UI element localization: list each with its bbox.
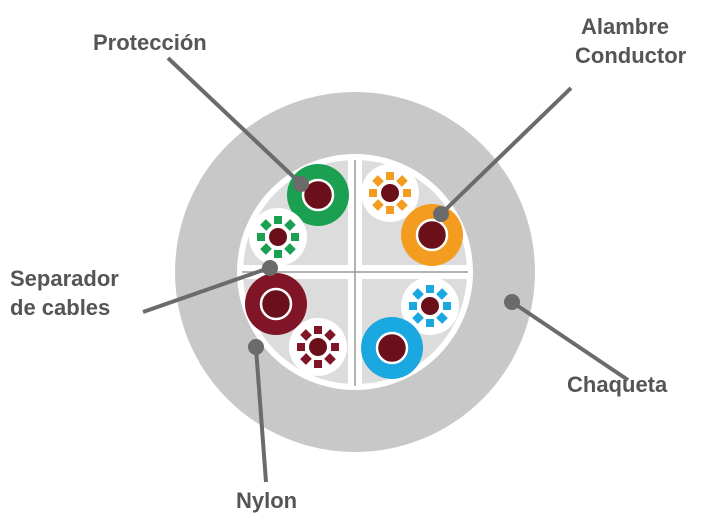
- leader-alambre: [440, 86, 573, 215]
- label-proteccion: Protección: [93, 30, 207, 55]
- wire-brown-striped: [289, 318, 347, 376]
- leader-chaqueta: [510, 300, 630, 382]
- leader-separador: [142, 266, 270, 314]
- label-alambre-line1: Alambre: [581, 14, 670, 39]
- label-chaqueta: Chaqueta: [567, 372, 668, 397]
- cable-separator-cross: [240, 158, 470, 388]
- wire-orange-striped: [361, 164, 419, 222]
- blue-pair: [361, 277, 459, 379]
- wire-green-striped: [249, 208, 307, 266]
- label-separador-cables: Separador de cables: [10, 264, 119, 322]
- leader-nylon: [254, 347, 268, 483]
- wire-blue-striped: [401, 277, 459, 335]
- brown-pair: [245, 273, 347, 376]
- label-separador-line2: de cables: [10, 295, 111, 320]
- green-pair: [249, 164, 349, 266]
- leader-lines: [142, 56, 630, 483]
- label-alambre-line2: Conductor: [575, 43, 687, 68]
- orange-pair: [361, 164, 463, 266]
- leader-proteccion: [166, 56, 302, 185]
- label-alambre-conductor: Alambre Conductor: [575, 12, 686, 70]
- label-nylon: Nylon: [236, 488, 298, 513]
- label-separador-line1: Separador: [10, 266, 119, 291]
